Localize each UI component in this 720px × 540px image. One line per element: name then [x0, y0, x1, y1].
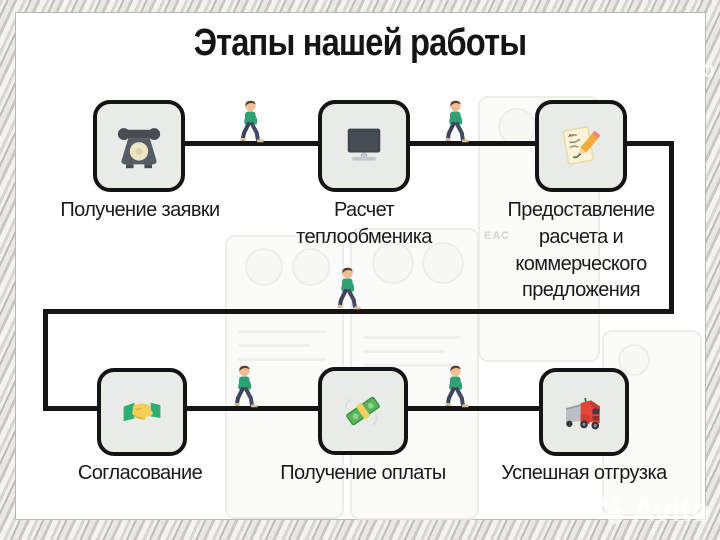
- step-label-request: Получение заявки: [60, 199, 220, 221]
- page-title: Этапы нашей работы: [193, 22, 527, 64]
- step-label-shipment: Успешная отгрузка: [501, 462, 667, 484]
- avito-logo-icon: [629, 59, 649, 80]
- connector-bottom-horizontal: [43, 406, 583, 411]
- avito-watermark-text: Avito: [656, 56, 716, 83]
- eac-mark-text: ЕАС: [484, 230, 510, 242]
- avito-watermark: Avito: [592, 492, 711, 529]
- walking-person-icon: [238, 99, 264, 144]
- walking-person-icon: [443, 99, 469, 144]
- document-pencil-icon: [562, 126, 600, 165]
- connector-right-vertical: [669, 141, 674, 314]
- avito-logo-icon: [596, 495, 624, 524]
- step-box-approval: [97, 368, 187, 456]
- avito-watermark: Avito: [626, 56, 715, 84]
- step-label-proposal: Предоставление расчета и коммерческого п…: [507, 199, 656, 302]
- step-box-calculation: [318, 100, 410, 192]
- handshake-icon: [123, 402, 161, 422]
- step-box-shipment: [539, 368, 629, 456]
- walking-person-icon: [443, 364, 469, 409]
- connector-left-vertical: [43, 309, 48, 411]
- walking-person-icon: [232, 364, 258, 409]
- rotary-phone-icon: [117, 128, 161, 169]
- computer-monitor-icon: [347, 128, 381, 161]
- step-label-calculation: Расчет теплообменика: [296, 199, 432, 248]
- delivery-truck-icon: [566, 397, 600, 430]
- connector-middle-horizontal: [43, 309, 674, 314]
- step-box-payment: [318, 367, 408, 455]
- step-label-payment: Получение оплаты: [280, 462, 446, 484]
- avito-watermark-text: Avito: [632, 492, 711, 528]
- step-label-approval: Согласование: [77, 462, 203, 484]
- step-box-request: [93, 100, 185, 192]
- walking-person-icon: [335, 266, 361, 311]
- money-banknotes-icon: [344, 396, 380, 426]
- step-box-proposal: [535, 100, 627, 192]
